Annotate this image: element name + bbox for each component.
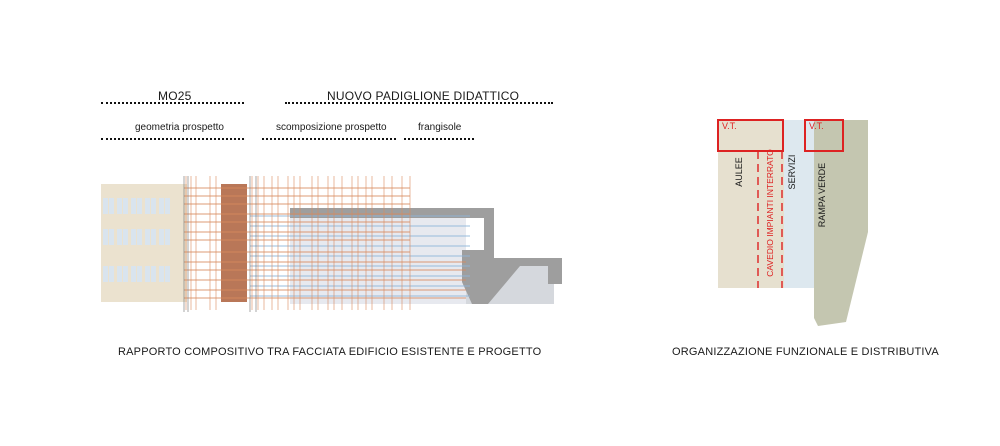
zone-servizi	[784, 120, 814, 288]
label-cavedio: CAVEDIO IMPIANTI INTERRATO	[765, 149, 775, 277]
window-pane	[109, 229, 114, 245]
window-pane	[165, 229, 170, 245]
window-pane	[117, 266, 122, 282]
existing-windows	[103, 198, 170, 282]
window-pane	[145, 229, 150, 245]
window-pane	[165, 198, 170, 214]
window-pane	[123, 229, 128, 245]
window-pane	[103, 229, 108, 245]
window-pane	[151, 198, 156, 214]
brick-strip	[221, 184, 247, 302]
header-mo25: MO25	[158, 89, 192, 103]
caption-organizzazione: ORGANIZZAZIONE FUNZIONALE E DISTRIBUTIVA	[672, 346, 939, 358]
vt-label-right: V.T.	[809, 121, 824, 131]
subheader-geometria: geometria prospetto	[135, 122, 224, 133]
pavilion-frame-right	[484, 208, 494, 258]
divider-padiglione	[285, 102, 553, 104]
window-pane	[137, 266, 142, 282]
window-pane	[123, 266, 128, 282]
label-aulee: AULEE	[734, 157, 744, 187]
window-pane	[117, 198, 122, 214]
window-pane	[131, 229, 136, 245]
vt-box-right	[804, 119, 844, 152]
divider-frangisole	[404, 138, 474, 140]
subheader-scomposizione: scomposizione prospetto	[276, 122, 387, 133]
header-nuovo-padiglione: NUOVO PADIGLIONE DIDATTICO	[327, 89, 520, 103]
zone-aulee	[718, 120, 784, 288]
window-pane	[151, 229, 156, 245]
label-servizi: SERVIZI	[787, 154, 797, 190]
caption-rapporto: RAPPORTO COMPOSITIVO TRA FACCIATA EDIFIC…	[118, 346, 542, 358]
window-pane	[145, 198, 150, 214]
pavilion-body	[290, 212, 466, 304]
subheader-frangisole: frangisole	[418, 122, 462, 133]
divider-geometria	[101, 138, 244, 140]
vt-label-left: V.T.	[722, 121, 737, 131]
window-pane	[131, 266, 136, 282]
label-rampa-verde: RAMPA VERDE	[817, 162, 827, 228]
window-pane	[137, 229, 142, 245]
vt-box-left	[717, 119, 784, 152]
pavilion-frame-bottom	[462, 250, 494, 258]
window-pane	[159, 198, 164, 214]
window-pane	[123, 198, 128, 214]
window-pane	[151, 266, 156, 282]
window-pane	[131, 198, 136, 214]
window-pane	[109, 198, 114, 214]
divider-scomposizione	[262, 138, 396, 140]
functional-organisation-drawing	[717, 119, 868, 326]
window-pane	[117, 229, 122, 245]
facade-grid-lines	[183, 176, 470, 312]
window-pane	[137, 198, 142, 214]
window-pane	[109, 266, 114, 282]
window-pane	[103, 198, 108, 214]
window-pane	[159, 229, 164, 245]
lower-block-slope	[462, 258, 562, 304]
divider-mo25	[101, 102, 244, 104]
window-pane	[165, 266, 170, 282]
zone-rampa-verde	[814, 120, 868, 326]
window-pane	[103, 266, 108, 282]
facade-composition-drawing	[101, 176, 562, 312]
existing-facade	[101, 184, 187, 302]
window-pane	[159, 266, 164, 282]
window-pane	[145, 266, 150, 282]
